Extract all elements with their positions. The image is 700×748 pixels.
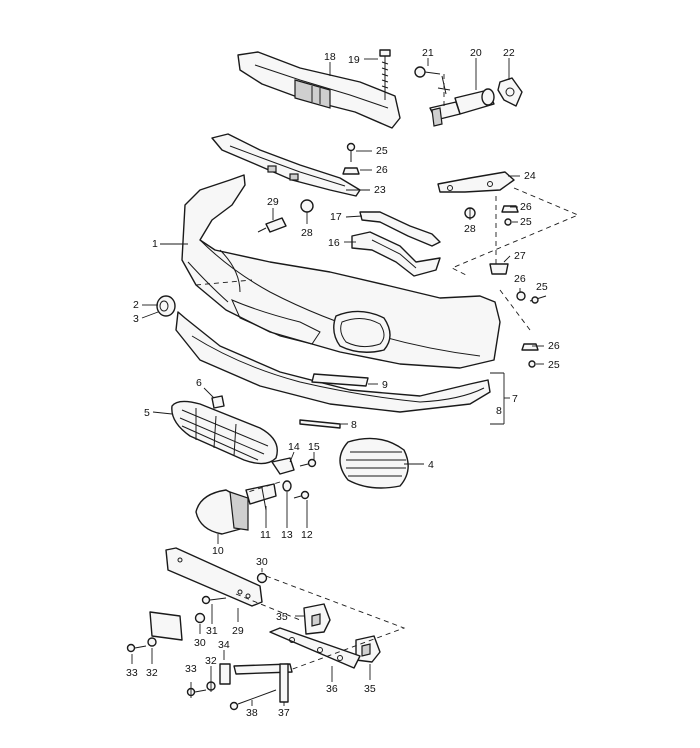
callout-14: 14 [288, 441, 300, 453]
screw-part [516, 291, 547, 304]
upper-carrier-part [211, 133, 361, 197]
fog-lamp-part [195, 489, 249, 535]
screw-part [293, 490, 310, 500]
callout-17: 17 [330, 211, 342, 223]
callout-2: 2 [133, 299, 139, 311]
callout-4: 4 [428, 459, 434, 471]
callout-29-lower: 29 [232, 625, 244, 637]
plate-panel-part [149, 611, 183, 641]
clip-nut-part [521, 343, 539, 368]
callout-33-left: 33 [126, 667, 138, 679]
screw-part [126, 643, 147, 653]
grille-part [339, 437, 409, 489]
license-plate-holder-part [165, 547, 263, 607]
callout-6: 6 [196, 377, 202, 389]
callout-15: 15 [308, 441, 320, 453]
callout-34: 34 [218, 639, 230, 651]
callout-21: 21 [422, 47, 434, 59]
callout-25-mid: 25 [536, 281, 548, 293]
callout-25-top: 25 [376, 145, 388, 157]
callout-35-top: 35 [276, 611, 288, 623]
callout-26-mid: 26 [514, 273, 526, 285]
screw-part [346, 142, 356, 162]
clip-part [489, 263, 509, 275]
bulb-socket-part [257, 217, 287, 233]
support-bracket-part [219, 663, 293, 703]
alignment-dashed-lines [195, 74, 580, 671]
callout-28-left: 28 [301, 227, 313, 239]
callout-30-low: 30 [194, 637, 206, 649]
callout-7: 7 [512, 393, 518, 405]
screw-part [201, 595, 227, 605]
callout-27: 27 [514, 250, 526, 262]
clip-nut-part [342, 167, 360, 175]
trim-strip-part [311, 373, 369, 387]
callout-9: 9 [382, 379, 388, 391]
grille-part [171, 400, 278, 465]
callout-20: 20 [470, 47, 482, 59]
callout-33-right: 33 [185, 663, 197, 675]
callout-1: 1 [152, 238, 158, 250]
callout-37: 37 [278, 707, 290, 719]
cap-part [156, 295, 176, 317]
callout-32-right: 32 [205, 655, 217, 667]
callout-10: 10 [212, 545, 224, 557]
nut-part [282, 480, 292, 492]
callout-3: 3 [133, 313, 139, 325]
bolt-part [414, 66, 441, 78]
clip-part [211, 395, 225, 409]
trim-strip-part [299, 419, 341, 429]
callout-26-top: 26 [376, 164, 388, 176]
callout-36: 36 [326, 683, 338, 695]
callout-12: 12 [301, 529, 313, 541]
screw-part [229, 689, 277, 711]
callout-25-low: 25 [548, 359, 560, 371]
callout-29-top: 29 [267, 196, 279, 208]
leader-lines [131, 58, 544, 706]
tow-sleeve-part [429, 75, 495, 127]
callout-16: 16 [328, 237, 340, 249]
impact-beam-part [237, 51, 401, 129]
callout-26-right: 26 [520, 201, 532, 213]
washer-part [147, 637, 157, 647]
deflector-part [351, 231, 441, 277]
side-bracket-part [437, 171, 515, 193]
callout-18: 18 [324, 51, 336, 63]
callout-30-top: 30 [256, 556, 268, 568]
gasket-part [497, 77, 523, 107]
nut-part [194, 572, 268, 624]
callout-5: 5 [144, 407, 150, 419]
spoiler-lip-part [175, 311, 491, 413]
lamp-bracket-part [245, 483, 277, 511]
screw-part [186, 687, 207, 697]
callout-labels: 18 19 21 20 22 25 26 23 24 26 25 28 28 2… [126, 47, 560, 719]
callout-28-right: 28 [464, 223, 476, 235]
callout-26-low: 26 [548, 340, 560, 352]
rubber-mount-part [355, 635, 381, 663]
callout-24: 24 [524, 170, 536, 182]
clip-nut-part [501, 205, 519, 226]
callout-8: 8 [351, 419, 357, 431]
callout-11: 11 [260, 529, 271, 541]
deflector-part [359, 211, 441, 247]
callout-38: 38 [246, 707, 258, 719]
callout-25-right: 25 [520, 216, 532, 228]
callout-31: 31 [206, 625, 218, 637]
screw-part [299, 458, 317, 468]
bumper-cover-part [181, 174, 501, 369]
callout-35-low: 35 [364, 683, 376, 695]
bracket-part [271, 457, 295, 475]
callout-19: 19 [348, 54, 360, 66]
callout-23: 23 [374, 184, 386, 196]
mounting-rail-part [269, 627, 361, 669]
callout-32-left: 32 [146, 667, 158, 679]
bolt-part [379, 49, 391, 100]
rubber-mount-part [303, 603, 331, 635]
callout-8-bracket: 8 [496, 405, 502, 417]
callout-22: 22 [503, 47, 515, 59]
callout-13: 13 [281, 529, 293, 541]
